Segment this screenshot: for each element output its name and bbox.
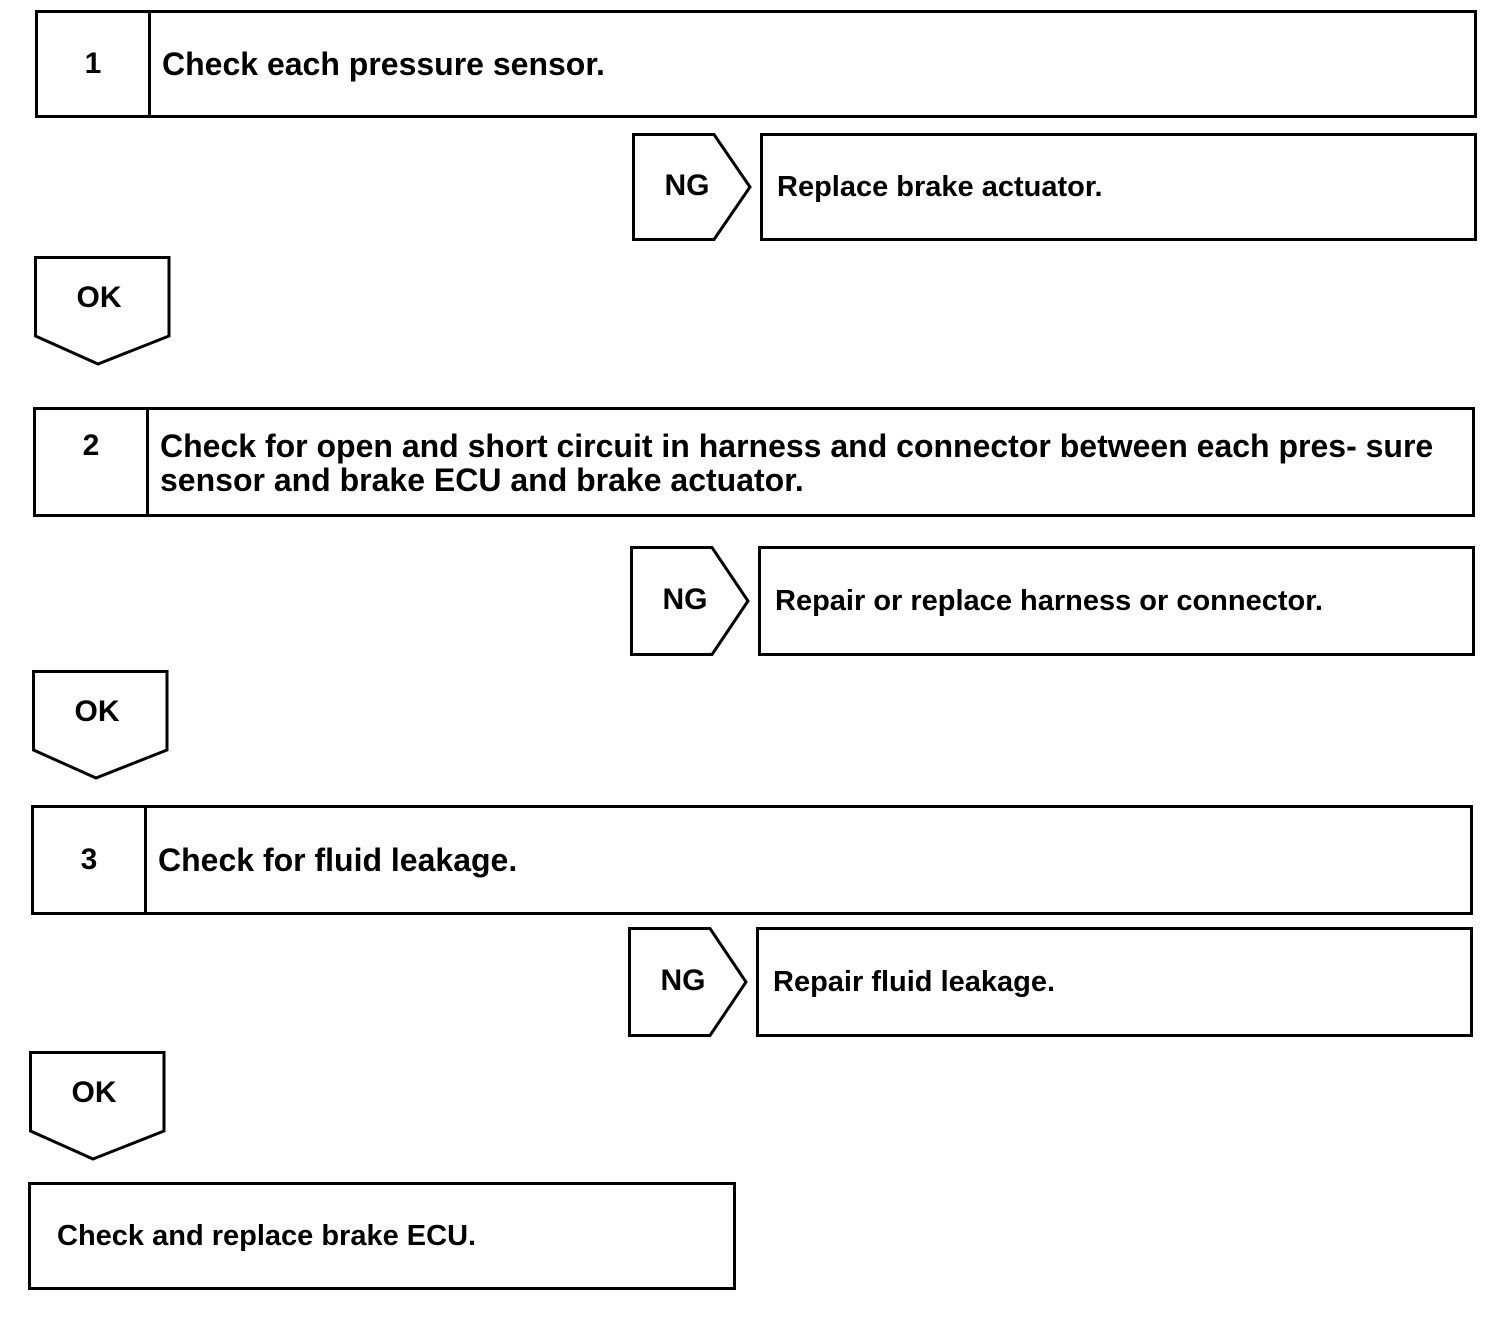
ok-label-2: OK bbox=[74, 695, 120, 728]
ng-action-box-3: Repair fluid leakage. bbox=[756, 927, 1473, 1037]
ok-tag-2: OK bbox=[32, 670, 169, 780]
final-action-text: Check and replace brake ECU. bbox=[57, 1219, 477, 1252]
ok-arrow-shape bbox=[29, 1051, 166, 1161]
ng-tag-3: NG bbox=[628, 927, 750, 1037]
ng-action-text-3: Repair fluid leakage. bbox=[773, 965, 1056, 998]
step-1-box: 1 Check each pressure sensor. bbox=[35, 10, 1477, 118]
ng-label-3: NG bbox=[660, 964, 706, 997]
step-2-number: 2 bbox=[36, 410, 149, 514]
ng-arrow-shape bbox=[628, 927, 748, 1037]
ok-arrow-shape bbox=[34, 256, 171, 366]
final-action-box: Check and replace brake ECU. bbox=[28, 1182, 736, 1290]
ng-label-2: NG bbox=[662, 583, 708, 616]
ok-arrow-shape bbox=[32, 670, 169, 780]
ng-tag-1: NG bbox=[632, 133, 754, 241]
step-3-box: 3 Check for fluid leakage. bbox=[31, 805, 1473, 915]
ok-label-3: OK bbox=[71, 1076, 117, 1109]
step-1-number: 1 bbox=[38, 13, 151, 115]
step-2-box: 2 Check for open and short circuit in ha… bbox=[33, 407, 1475, 517]
ng-arrow-shape bbox=[630, 546, 750, 656]
step-1-text: Check each pressure sensor. bbox=[162, 46, 605, 82]
ng-action-text-2: Repair or replace harness or connector. bbox=[775, 584, 1323, 617]
step-3-text: Check for fluid leakage. bbox=[158, 842, 518, 878]
ng-action-box-2: Repair or replace harness or connector. bbox=[758, 546, 1475, 656]
ng-action-box-1: Replace brake actuator. bbox=[760, 133, 1477, 241]
ng-action-text-1: Replace brake actuator. bbox=[777, 170, 1103, 203]
ok-tag-1: OK bbox=[34, 256, 171, 366]
ok-tag-3: OK bbox=[29, 1051, 166, 1161]
step-2-text: Check for open and short circuit in harn… bbox=[160, 428, 1434, 498]
ng-tag-2: NG bbox=[630, 546, 752, 656]
ng-arrow-shape bbox=[632, 133, 752, 241]
ng-label-1: NG bbox=[664, 169, 710, 202]
step-3-number: 3 bbox=[34, 808, 147, 912]
ok-label-1: OK bbox=[76, 281, 122, 314]
